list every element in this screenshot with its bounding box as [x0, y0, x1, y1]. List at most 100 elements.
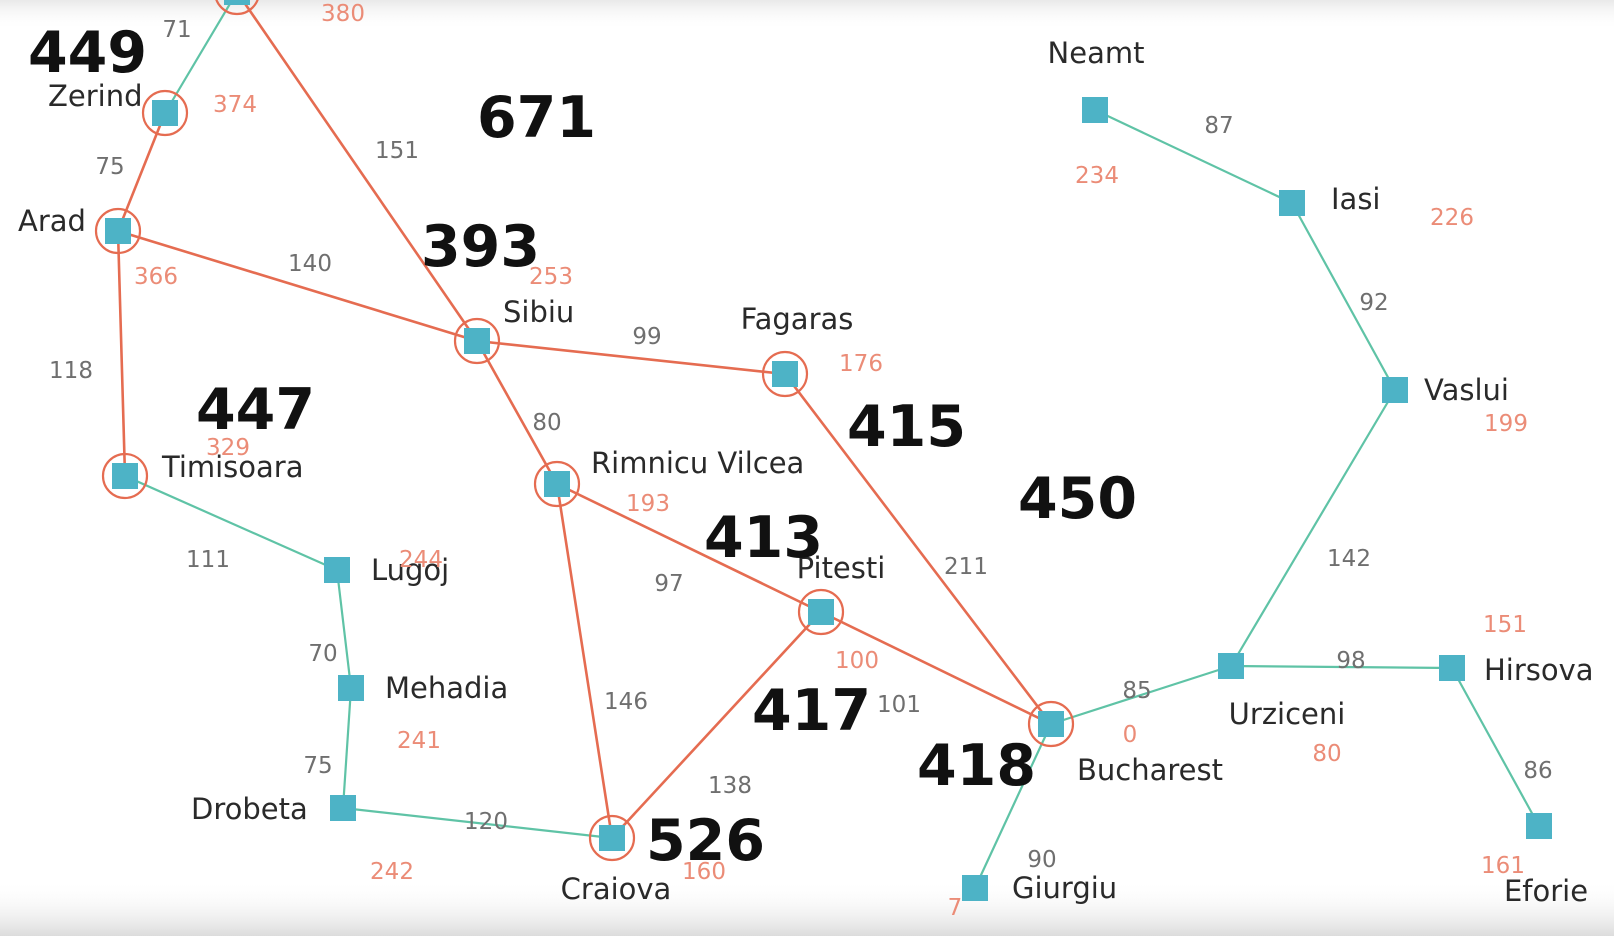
- heuristic-eforie: 161: [1481, 853, 1525, 879]
- heuristic-lugoj: 244: [399, 547, 443, 573]
- road-rimnicu-pitesti: [555, 482, 823, 614]
- f-score-rimnicu: 413: [704, 505, 823, 571]
- heuristic-fagaras: 176: [839, 351, 883, 377]
- heuristic-zerind: 374: [213, 92, 257, 118]
- road-cost-hirsova-eforie: 86: [1523, 758, 1552, 784]
- city-name-arad: Arad: [18, 204, 86, 238]
- road-bucharest-giurgiu: [973, 722, 1053, 890]
- city-node-mehadia: [338, 675, 364, 701]
- city-node-rimnicu: [544, 471, 570, 497]
- city-name-eforie: Eforie: [1504, 874, 1588, 908]
- road-cost-rimnicu-pitesti: 97: [654, 571, 683, 597]
- city-name-pitesti: Pitesti: [797, 551, 886, 585]
- road-rimnicu-craiova: [555, 482, 614, 840]
- bottom-fade: [0, 880, 1614, 936]
- city-name-drobeta: Drobeta: [191, 792, 308, 826]
- road-cost-rimnicu-craiova: 146: [604, 689, 648, 715]
- explored-ring-arad: [94, 207, 142, 255]
- heuristic-rimnicu: 193: [626, 491, 670, 517]
- city-name-iasi: Iasi: [1331, 182, 1381, 216]
- road-cost-oradea-zerind: 71: [162, 17, 191, 43]
- road-mehadia-drobeta: [341, 686, 353, 810]
- road-cost-bucharest-urziceni: 85: [1122, 678, 1151, 704]
- city-node-hirsova: [1439, 655, 1465, 681]
- heuristic-timisoara: 329: [206, 435, 250, 461]
- city-name-zerind: Zerind: [48, 79, 142, 113]
- heuristic-sibiu: 253: [529, 264, 573, 290]
- road-cost-sibiu-rimnicu: 80: [532, 410, 561, 436]
- road-cost-vaslui-iasi: 92: [1359, 290, 1388, 316]
- city-node-pitesti: [808, 599, 834, 625]
- city-node-bucharest: [1038, 711, 1064, 737]
- explored-ring-craiova: [588, 814, 636, 862]
- explored-ring-oradea: [215, 0, 259, 16]
- city-name-neamt: Neamt: [1048, 36, 1145, 70]
- explored-ring-fagaras: [761, 350, 809, 398]
- top-fade: [0, 0, 1614, 30]
- road-cost-iasi-neamt: 87: [1204, 113, 1233, 139]
- heuristic-urziceni: 80: [1312, 741, 1341, 767]
- f-score-bucharest_fagaras: 450: [1018, 466, 1137, 532]
- explored-ring-rimnicu: [533, 460, 581, 508]
- f-score-zerind: 449: [28, 20, 147, 86]
- f-score-oradea: 671: [477, 85, 596, 151]
- road-cost-arad-timisoara: 118: [49, 358, 93, 384]
- heuristic-iasi: 226: [1430, 205, 1474, 231]
- city-name-mehadia: Mehadia: [385, 671, 508, 705]
- explored-ring-sibiu: [453, 317, 501, 365]
- city-node-oradea: [224, 0, 250, 5]
- city-node-timisoara: [112, 463, 138, 489]
- city-node-iasi: [1279, 190, 1305, 216]
- road-cost-pitesti-craiova: 138: [708, 773, 752, 799]
- city-node-fagaras: [772, 361, 798, 387]
- road-pitesti-craiova: [610, 610, 823, 840]
- road-oradea-zerind: [163, 0, 234, 115]
- road-cost-arad-sibiu: 140: [288, 251, 332, 277]
- road-cost-mehadia-drobeta: 75: [303, 753, 332, 779]
- heuristic-drobeta: 242: [370, 859, 414, 885]
- f-score-fagaras: 415: [847, 394, 966, 460]
- heuristic-vaslui: 199: [1484, 411, 1528, 437]
- city-name-fagaras: Fagaras: [741, 302, 854, 336]
- explored-ring-bucharest: [1027, 700, 1075, 748]
- road-fagaras-bucharest: [783, 372, 1053, 726]
- heuristic-bucharest: 0: [1123, 722, 1138, 748]
- city-node-urziceni: [1218, 653, 1244, 679]
- road-cost-fagaras-bucharest: 211: [944, 554, 988, 580]
- road-sibiu-fagaras: [475, 339, 787, 376]
- road-urziceni-vaslui: [1229, 388, 1397, 668]
- road-cost-pitesti-bucharest: 101: [877, 692, 921, 718]
- city-name-vaslui: Vaslui: [1424, 373, 1509, 407]
- road-cost-urziceni-hirsova: 98: [1336, 648, 1365, 674]
- city-name-craiova: Craiova: [561, 872, 672, 906]
- heuristic-neamt: 234: [1075, 163, 1119, 189]
- city-node-drobeta: [330, 795, 356, 821]
- road-cost-drobeta-craiova: 120: [464, 809, 508, 835]
- f-score-timisoara: 447: [196, 377, 315, 443]
- city-name-hirsova: Hirsova: [1484, 653, 1594, 687]
- heuristic-arad: 366: [134, 264, 178, 290]
- city-node-neamt: [1082, 97, 1108, 123]
- road-oradea-sibiu: [240, 0, 479, 343]
- city-name-urziceni: Urziceni: [1229, 697, 1346, 731]
- road-cost-urziceni-vaslui: 142: [1327, 546, 1371, 572]
- road-lugoj-mehadia: [335, 568, 353, 690]
- explored-ring-zerind: [141, 89, 189, 137]
- road-cost-timisoara-lugoj: 111: [186, 547, 230, 573]
- road-urziceni-hirsova: [1229, 664, 1454, 670]
- road-arad-sibiu: [116, 229, 479, 343]
- road-pitesti-bucharest: [819, 610, 1053, 726]
- road-timisoara-lugoj: [123, 474, 339, 572]
- heuristic-hirsova: 151: [1483, 612, 1527, 638]
- city-name-rimnicu: Rimnicu Vilcea: [591, 446, 804, 480]
- road-cost-bucharest-giurgiu: 90: [1027, 847, 1056, 873]
- f-score-sibiu: 393: [421, 214, 540, 280]
- road-arad-timisoara: [116, 229, 127, 478]
- city-node-craiova: [599, 825, 625, 851]
- f-score-bucharest_pitesti: 418: [917, 733, 1036, 799]
- city-name-sibiu: Sibiu: [503, 295, 574, 329]
- city-node-lugoj: [324, 557, 350, 583]
- f-score-craiova: 526: [646, 808, 765, 874]
